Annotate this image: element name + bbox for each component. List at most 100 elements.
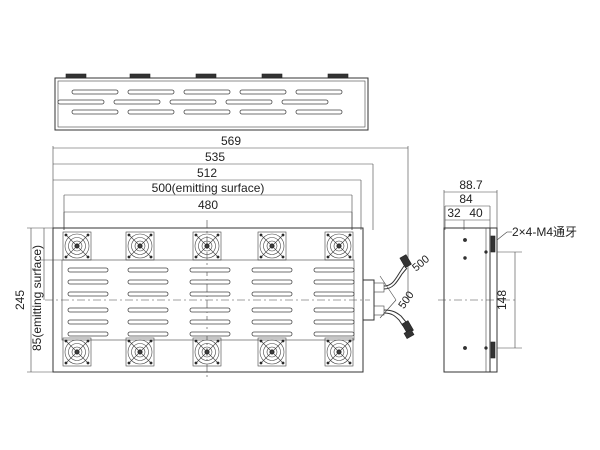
fan-frame	[62, 231, 92, 261]
fan-screw	[281, 255, 285, 259]
fan-spoke	[328, 235, 340, 247]
fan-icon	[192, 337, 222, 367]
fan-spoke	[271, 245, 283, 257]
fan-screw	[216, 339, 220, 343]
fan-icon	[257, 337, 287, 367]
fan-frame	[257, 337, 287, 367]
vent-slot	[281, 99, 329, 105]
dim-88-7-label: 88.7	[459, 178, 483, 192]
fan-icon	[62, 337, 92, 367]
vent-slot	[239, 89, 287, 95]
vent-slot	[251, 279, 293, 285]
fan-spoke	[338, 341, 350, 353]
fan-screw	[127, 339, 131, 343]
vent-slot	[67, 307, 109, 313]
fan-screw	[259, 361, 263, 365]
vent-slot	[313, 319, 355, 325]
vent-slot	[251, 319, 293, 325]
cable-bottom-length-label: 500	[396, 289, 416, 311]
vent-slot	[189, 307, 231, 313]
fan-spoke	[139, 235, 151, 247]
fan-screw	[216, 361, 220, 365]
fan-ring-outer	[64, 233, 90, 259]
dim-500-label: 500(emitting surface)	[152, 181, 265, 195]
fan-frame	[192, 337, 222, 367]
fan-spoke	[129, 341, 141, 353]
dim-84-label: 84	[459, 192, 473, 206]
vent-slot	[169, 99, 217, 105]
fan-screw	[326, 361, 330, 365]
vent-slot	[67, 279, 109, 285]
mount-tab	[65, 73, 87, 79]
dim-148-label: 148	[495, 290, 509, 310]
vent-slot	[313, 291, 355, 297]
vent-slot	[57, 99, 105, 105]
fan-spoke	[328, 245, 340, 257]
fan-ring-outer	[127, 339, 153, 365]
fan-ring-outer	[259, 339, 285, 365]
dim-512-label: 512	[197, 166, 217, 180]
vent-slot	[189, 279, 231, 285]
fan-screw	[281, 233, 285, 237]
fan-spoke	[271, 235, 283, 247]
fan-ring-inner	[201, 240, 213, 252]
fan-spoke	[338, 351, 350, 363]
vent-slot	[127, 89, 175, 95]
fan-screw	[348, 233, 352, 237]
fan-icon	[324, 337, 354, 367]
fan-ring-mid	[263, 237, 281, 255]
fan-spoke	[206, 341, 218, 353]
fan-ring-inner	[266, 240, 278, 252]
fan-frame	[125, 337, 155, 367]
fan-screw	[348, 361, 352, 365]
fan-screw	[216, 233, 220, 237]
fan-ring-outer	[326, 233, 352, 259]
fan-screw	[348, 339, 352, 343]
vent-slot	[313, 331, 355, 337]
fan-spoke	[76, 351, 88, 363]
fan-ring-inner	[201, 346, 213, 358]
vent-slot	[67, 291, 109, 297]
vent-slot	[67, 267, 109, 273]
fan-screw	[216, 255, 220, 259]
vent-slot	[251, 267, 293, 273]
thread-note-label: 2×4-M4通牙	[512, 225, 577, 239]
fan-screw	[326, 233, 330, 237]
vent-slot	[183, 89, 231, 95]
vent-slot	[127, 267, 169, 273]
fan-ring-outer	[64, 339, 90, 365]
fan-spoke	[66, 341, 78, 353]
fan-ring-outer	[127, 233, 153, 259]
fan-ring-outer	[194, 233, 220, 259]
vent-slot	[67, 331, 109, 337]
vent-slot	[239, 109, 287, 115]
fan-ring-mid	[68, 237, 86, 255]
fan-ring-inner	[333, 346, 345, 358]
fan-screw	[149, 361, 153, 365]
fan-ring-mid	[330, 237, 348, 255]
fan-icon	[62, 231, 92, 261]
fan-spoke	[261, 351, 273, 363]
dim-32-label: 32	[447, 206, 461, 220]
fan-icon	[192, 231, 222, 261]
top-view-vent-slots	[57, 89, 343, 115]
fan-spoke	[206, 245, 218, 257]
fan-screw	[86, 339, 90, 343]
vent-slot	[127, 319, 169, 325]
fan-screw	[348, 255, 352, 259]
fan-icon	[125, 231, 155, 261]
fan-spoke	[206, 235, 218, 247]
fan-screw	[281, 361, 285, 365]
mount-tab	[261, 73, 283, 79]
fan-frame	[192, 231, 222, 261]
fan-spoke	[66, 245, 78, 257]
fan-ring-inner	[266, 346, 278, 358]
fan-spoke	[76, 235, 88, 247]
fan-ring-mid	[330, 343, 348, 361]
vent-slot	[189, 319, 231, 325]
fan-ring-outer	[259, 233, 285, 259]
fan-ring-mid	[263, 343, 281, 361]
vent-slot	[225, 99, 273, 105]
fan-spoke	[196, 235, 208, 247]
